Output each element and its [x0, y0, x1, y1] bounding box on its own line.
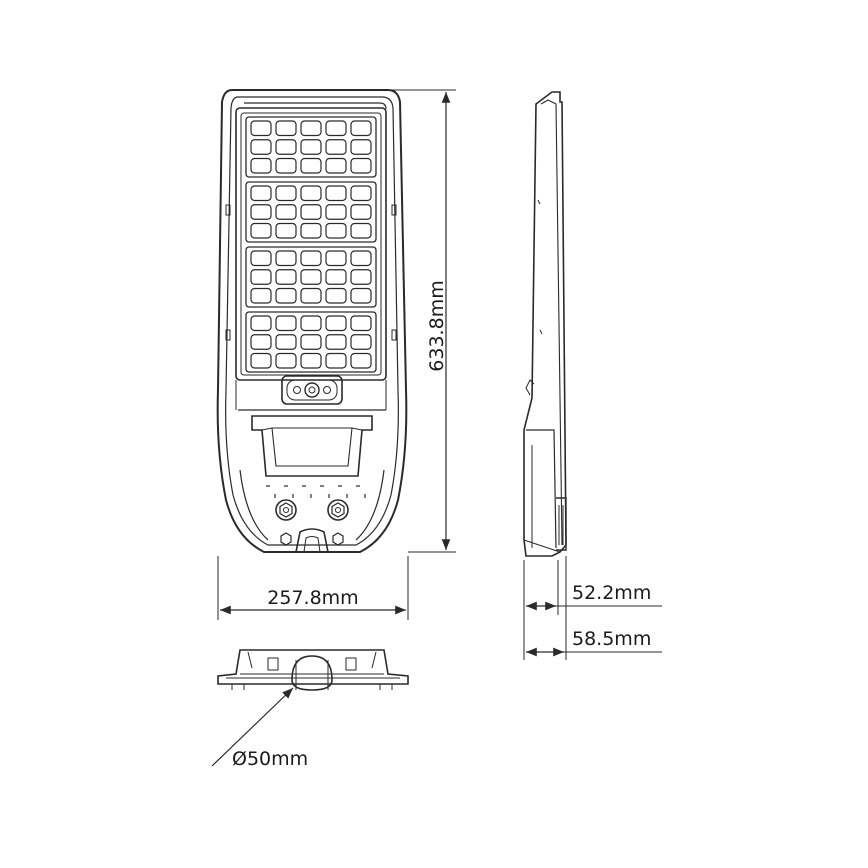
- dimension-height: 633.8mm: [392, 89, 456, 553]
- solar-module: [245, 116, 377, 178]
- solar-cell: [275, 157, 297, 174]
- depth-panel-label: 52.2mm: [572, 582, 651, 604]
- solar-cell: [250, 352, 272, 369]
- solar-cell: [275, 287, 297, 304]
- solar-cell: [350, 120, 372, 137]
- solar-panel: [235, 107, 387, 381]
- solar-cell: [350, 185, 372, 202]
- dimension-depth: 52.2mm 58.5mm: [523, 556, 662, 660]
- solar-cell: [275, 222, 297, 239]
- solar-cell: [300, 334, 322, 350]
- solar-cell: [300, 222, 322, 239]
- solar-modules: [245, 116, 377, 373]
- solar-cell: [300, 269, 322, 285]
- solar-cell: [275, 334, 297, 350]
- solar-cell: [325, 120, 347, 137]
- solar-cell: [325, 269, 347, 285]
- motion-sensor: [281, 375, 343, 405]
- solar-module: [245, 181, 377, 243]
- solar-cell: [350, 222, 372, 239]
- solar-cell: [275, 315, 297, 332]
- solar-cell: [300, 315, 322, 332]
- solar-cell: [350, 334, 372, 350]
- solar-cell: [300, 204, 322, 220]
- solar-cell: [275, 352, 297, 369]
- solar-cell: [300, 250, 322, 267]
- solar-cell: [350, 157, 372, 174]
- solar-cell: [300, 185, 322, 202]
- solar-cell: [350, 352, 372, 369]
- solar-cell: [250, 287, 272, 304]
- solar-module: [245, 246, 377, 308]
- solar-cell: [325, 315, 347, 332]
- solar-cell: [325, 352, 347, 369]
- solar-cell: [325, 287, 347, 304]
- bracket: [251, 415, 373, 477]
- vent-marks: [266, 485, 366, 498]
- solar-cell: [250, 204, 272, 220]
- solar-cell: [300, 352, 322, 369]
- side-view: [523, 91, 567, 557]
- dimension-pole: Ø50mm: [211, 687, 308, 770]
- clamp-nuts: [280, 532, 344, 546]
- solar-cell: [350, 287, 372, 304]
- solar-cell: [250, 139, 272, 155]
- solar-cell: [275, 250, 297, 267]
- solar-cell: [275, 139, 297, 155]
- solar-cell: [325, 250, 347, 267]
- solar-cell: [250, 315, 272, 332]
- pole-clamp: [295, 528, 329, 553]
- solar-cell: [275, 269, 297, 285]
- solar-cell: [300, 157, 322, 174]
- solar-cell: [250, 222, 272, 239]
- solar-cell: [325, 139, 347, 155]
- housing-outline: [216, 89, 408, 553]
- solar-cell: [350, 315, 372, 332]
- bottom-outline: [217, 649, 409, 685]
- solar-cell: [325, 222, 347, 239]
- solar-cell: [300, 139, 322, 155]
- solar-cell: [350, 204, 372, 220]
- bolt-left: [275, 499, 297, 521]
- solar-cell: [250, 334, 272, 350]
- side-profile: [523, 91, 567, 557]
- width-label: 257.8mm: [267, 587, 358, 609]
- solar-cell: [275, 204, 297, 220]
- solar-cell: [325, 157, 347, 174]
- height-label: 633.8mm: [426, 280, 448, 371]
- front-view: [216, 89, 408, 553]
- solar-cell: [350, 139, 372, 155]
- solar-cell: [300, 120, 322, 137]
- solar-cell: [300, 287, 322, 304]
- solar-cell: [350, 250, 372, 267]
- bolt-right: [327, 499, 349, 521]
- bottom-view: [217, 649, 409, 691]
- solar-cell: [250, 157, 272, 174]
- solar-cell: [250, 185, 272, 202]
- solar-cell: [250, 269, 272, 285]
- solar-cell: [275, 185, 297, 202]
- solar-cell: [250, 120, 272, 137]
- pole-diameter-label: Ø50mm: [232, 748, 308, 770]
- solar-cell: [325, 204, 347, 220]
- solar-cell: [350, 269, 372, 285]
- solar-cell: [275, 120, 297, 137]
- solar-cell: [325, 334, 347, 350]
- solar-module: [245, 311, 377, 373]
- solar-cell: [250, 250, 272, 267]
- pole-section: [291, 655, 333, 691]
- dimension-width: 257.8mm: [217, 556, 409, 620]
- depth-total-label: 58.5mm: [572, 628, 651, 650]
- solar-cell: [325, 185, 347, 202]
